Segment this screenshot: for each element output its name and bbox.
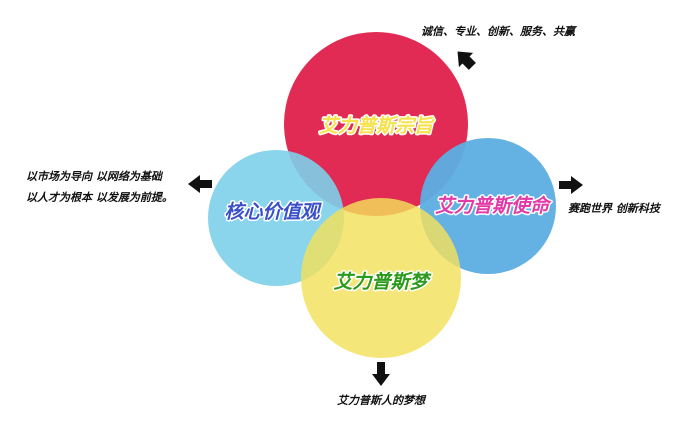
arrow-down-icon	[372, 362, 390, 386]
circle-right	[420, 138, 556, 274]
annotation-left-line1: 以市场为导向 以网络为基础	[26, 170, 164, 183]
label-mission: 艾力普斯宗旨	[319, 115, 435, 137]
label-right: 艾力普斯使命	[435, 195, 552, 217]
annotation-right: 赛跑世界 创新科技	[568, 202, 662, 215]
arrow-left-icon	[188, 175, 212, 193]
annotation-left-line2: 以人才为根本 以发展为前提。	[26, 191, 173, 204]
annotation-top: 诚信、专业、创新、服务、共赢	[421, 25, 577, 38]
label-left: 核心价值观	[224, 201, 322, 223]
label-bottom: 艾力普斯梦	[333, 271, 431, 293]
annotation-bottom: 艾力普斯人的梦想	[337, 394, 427, 407]
arrow-up-right-icon	[457, 51, 476, 70]
circle-mission	[284, 32, 468, 216]
arrow-right-icon	[559, 176, 583, 194]
circle-bottom	[301, 198, 461, 358]
